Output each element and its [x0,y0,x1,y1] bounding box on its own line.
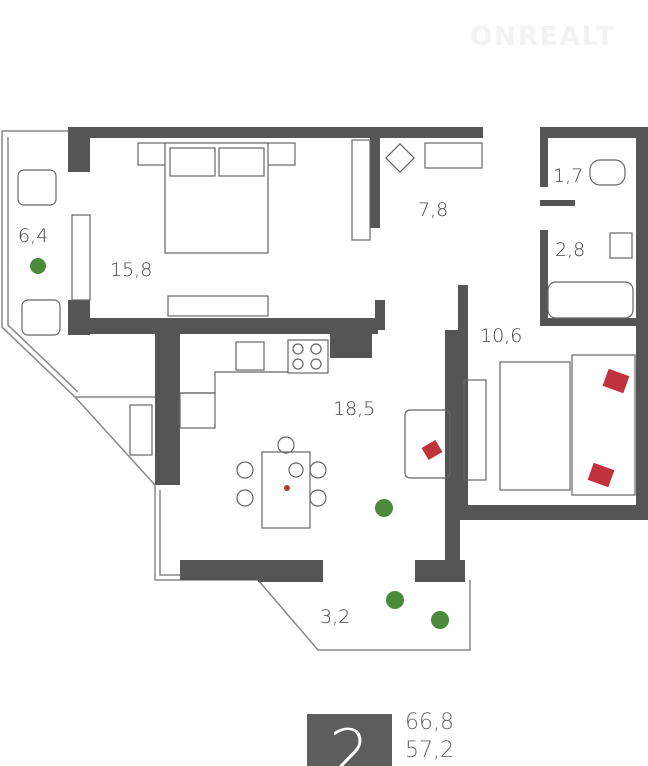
room-area-hall: 7,8 [418,199,449,221]
living-area: 57,2 [405,738,454,763]
room-area-kitchen-living: 18,5 [333,398,376,420]
walls [68,127,648,582]
total-area: 66,8 [405,710,454,735]
watermark-logo: ONREALT [470,22,616,52]
furniture [17,139,636,529]
room-area-bathroom: 2,8 [555,239,586,261]
room-area-wc: 1,7 [553,165,584,187]
plants [30,258,449,629]
room-area-balcony-bottom: 3,2 [320,606,351,628]
room-count-badge: 2 [307,714,392,766]
room-area-balcony-left: 6,4 [18,225,49,247]
room-area-room: 10,6 [480,325,523,347]
accent-pillows [284,368,630,491]
room-area-bedroom: 15,8 [110,259,153,281]
